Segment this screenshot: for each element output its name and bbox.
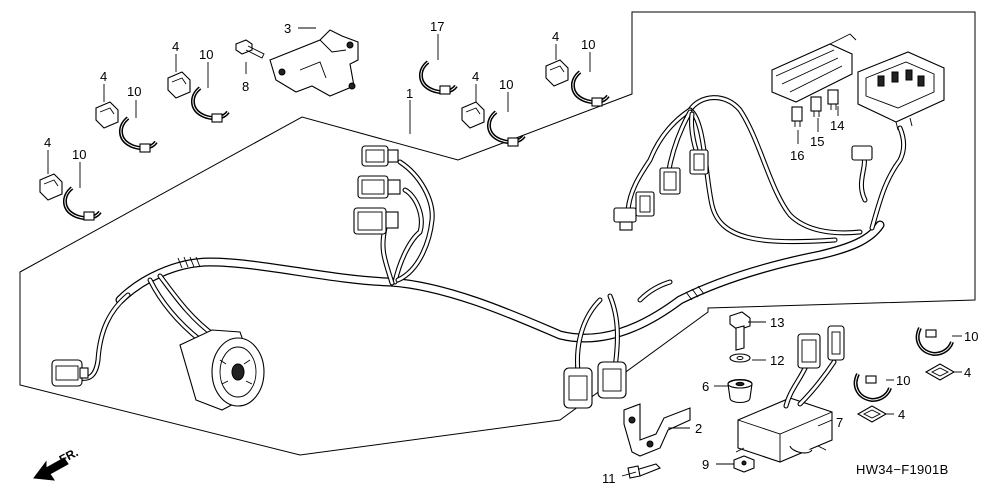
band-17 bbox=[419, 60, 458, 95]
clip-4b bbox=[95, 101, 119, 129]
band-10d bbox=[487, 110, 526, 147]
callout-4d: 4 bbox=[472, 69, 479, 84]
clip-4g bbox=[856, 405, 888, 423]
connector-left-end bbox=[51, 359, 89, 387]
connector-cluster-c bbox=[659, 167, 681, 195]
connector-top-2 bbox=[357, 175, 401, 199]
callout-10e: 10 bbox=[581, 37, 595, 52]
connector-right-small bbox=[851, 145, 873, 161]
connector-middle-2 bbox=[597, 361, 627, 399]
callout-4b: 4 bbox=[100, 69, 107, 84]
callout-10b: 10 bbox=[127, 84, 141, 99]
connector-cluster-d bbox=[689, 149, 709, 175]
clip-pin-11 bbox=[627, 463, 661, 479]
connector-cluster-b bbox=[635, 191, 655, 217]
leader-lines bbox=[47, 27, 962, 477]
callout-16: 16 bbox=[790, 148, 804, 163]
callout-10d: 10 bbox=[499, 77, 513, 92]
fuse-14 bbox=[827, 89, 839, 110]
callout-6: 6 bbox=[702, 379, 709, 394]
callout-13: 13 bbox=[770, 315, 784, 330]
clip-4f bbox=[924, 363, 956, 381]
callout-12: 12 bbox=[770, 353, 784, 368]
clip-4e bbox=[545, 59, 569, 87]
callout-10a: 10 bbox=[72, 147, 86, 162]
callout-4f: 4 bbox=[964, 365, 971, 380]
band-10c bbox=[191, 86, 230, 123]
callout-8: 8 bbox=[242, 79, 249, 94]
callout-1: 1 bbox=[406, 86, 413, 101]
regulator-wires bbox=[783, 325, 845, 409]
harness-meter-unit bbox=[179, 329, 265, 411]
fuse-box-cover bbox=[771, 33, 857, 103]
connector-top-3 bbox=[353, 207, 399, 235]
connector-middle-1 bbox=[563, 367, 593, 409]
fuse-box bbox=[857, 51, 945, 131]
callout-10g: 10 bbox=[896, 373, 910, 388]
grommet-6 bbox=[727, 378, 753, 404]
band-10a bbox=[63, 186, 102, 221]
connector-cluster-a bbox=[613, 207, 637, 231]
fuse-16 bbox=[791, 106, 803, 127]
callout-2: 2 bbox=[695, 421, 702, 436]
front-direction-arrow: FR. bbox=[33, 445, 80, 481]
band-10f bbox=[915, 327, 954, 357]
clip-4a bbox=[39, 173, 63, 201]
callout-14: 14 bbox=[830, 118, 844, 133]
callout-4g: 4 bbox=[898, 407, 905, 422]
bolt-13 bbox=[729, 311, 751, 351]
clip-4c bbox=[167, 71, 191, 99]
band-10b bbox=[119, 116, 158, 153]
callout-4e: 4 bbox=[552, 29, 559, 44]
nut-9 bbox=[733, 455, 755, 473]
clip-4d bbox=[461, 101, 485, 129]
washer-12 bbox=[729, 353, 751, 363]
bolt-8 bbox=[235, 39, 265, 59]
bracket-3 bbox=[269, 29, 359, 97]
callout-17: 17 bbox=[430, 19, 444, 34]
drawing-code: HW34−F1901B bbox=[856, 462, 949, 477]
fuse-15 bbox=[810, 96, 822, 117]
callout-10f: 10 bbox=[964, 329, 978, 344]
callout-7: 7 bbox=[836, 415, 843, 430]
callout-4a: 4 bbox=[44, 135, 51, 150]
harness-connectors bbox=[51, 145, 873, 409]
connector-top-1 bbox=[361, 145, 399, 167]
callout-15: 15 bbox=[810, 134, 824, 149]
band-10g bbox=[853, 373, 892, 403]
callout-3: 3 bbox=[284, 21, 291, 36]
band-10e bbox=[571, 70, 610, 107]
callout-9: 9 bbox=[702, 457, 709, 472]
callout-4c: 4 bbox=[172, 39, 179, 54]
assembly-outline bbox=[19, 11, 976, 456]
callout-labels: 1 3 4 10 4 10 4 10 8 17 4 10 4 10 14 15 … bbox=[44, 19, 978, 486]
bracket-2 bbox=[623, 403, 691, 457]
regulator-7 bbox=[735, 397, 833, 463]
callout-10c: 10 bbox=[199, 47, 213, 62]
main-wire-harness bbox=[77, 95, 907, 381]
callout-11: 11 bbox=[602, 471, 616, 486]
